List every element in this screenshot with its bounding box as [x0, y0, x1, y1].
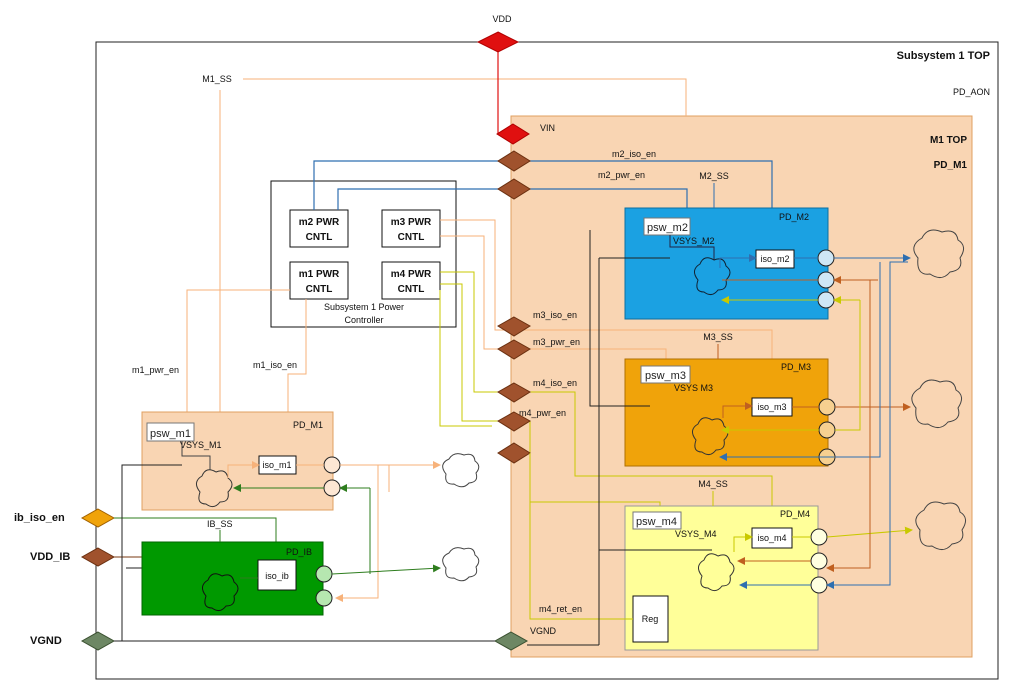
- m2-pwr-cntl-label-2: CNTL: [306, 232, 333, 243]
- m3-iso-en-port: [497, 316, 531, 337]
- m3-pwr-en-port: [497, 339, 531, 360]
- m3-out-port-1: [818, 398, 836, 416]
- vgnd-right-port: [493, 631, 529, 651]
- vgnd-right-label: VGND: [530, 626, 557, 636]
- vsys-m3-label: VSYS M3: [674, 383, 713, 393]
- pd-m2-label: PD_M2: [779, 212, 809, 222]
- pd-m1-box-label: PD_M1: [293, 420, 323, 430]
- power-controller-label-1: Subsystem 1 Power: [324, 302, 404, 312]
- vsys-m4-label: VSYS_M4: [675, 529, 717, 539]
- m4-pwr-en-port: [497, 411, 531, 432]
- m4-out-port-1: [810, 528, 828, 546]
- m4-iso-en-port: [497, 382, 531, 403]
- m2-pwr-en-port: [497, 178, 531, 200]
- vdd-ib-label: VDD_IB: [30, 551, 70, 563]
- psw-m4-block: [632, 511, 682, 530]
- pd-aon-label: PD_AON: [953, 87, 990, 97]
- m4-pwr-cntl-block: [381, 261, 441, 300]
- m2-pwr-cntl-block: [289, 209, 349, 248]
- m1-pwr-cntl-block: [289, 261, 349, 300]
- ib-logic-cloud: [202, 573, 239, 612]
- reg-block: [632, 595, 669, 643]
- m4-iso-en-label: m4_iso_en: [533, 378, 577, 388]
- iso-m4-label: iso_m4: [757, 533, 786, 543]
- m3-pwr-cntl-label-2: CNTL: [398, 232, 425, 243]
- ib-ss-label: IB_SS: [207, 519, 233, 529]
- psw-m2-block: [643, 217, 691, 236]
- pd-ib-label: PD_IB: [286, 547, 312, 557]
- vdd-label: VDD: [492, 14, 512, 24]
- vin-label: VIN: [540, 123, 555, 133]
- vdd-port: [476, 31, 520, 53]
- psw-m4-label: psw_m4: [636, 516, 677, 528]
- m2-ss-label: M2_SS: [699, 171, 729, 181]
- m1-pwr-cntl-label-2: CNTL: [306, 284, 333, 295]
- m2-pwr-cntl-label-1: m2 PWR: [299, 217, 340, 228]
- vgnd-left-port: [80, 631, 116, 651]
- pd-m4-label: PD_M4: [780, 509, 810, 519]
- m4-pwr-cntl-label-1: m4 PWR: [391, 269, 432, 280]
- m4-pwr-en-label: m4_pwr_en: [519, 408, 566, 418]
- pd-m1-top-label: PD_M1: [934, 160, 968, 171]
- m1-pwr-cntl-label-1: m1 PWR: [299, 269, 340, 280]
- m3-pwr-en-label: m3_pwr_en: [533, 337, 580, 347]
- vsys-m1-label: VSYS_M1: [180, 440, 222, 450]
- ib-external-cloud: [442, 547, 480, 582]
- power-controller-box: [270, 180, 457, 328]
- subsystem-top-label: Subsystem 1 TOP: [897, 50, 990, 62]
- reg-label: Reg: [642, 614, 659, 624]
- m4-pwr-cntl-label-2: CNTL: [398, 284, 425, 295]
- m2-iso-en-port: [497, 150, 531, 172]
- psw-m1-label: psw_m1: [150, 428, 191, 440]
- vgnd-left-label: VGND: [30, 635, 62, 647]
- m1-top-label: M1 TOP: [930, 135, 967, 146]
- m3-iso-en-label: m3_iso_en: [533, 310, 577, 320]
- m3-pwr-cntl-label-1: m3 PWR: [391, 217, 432, 228]
- m4-external-cloud: [915, 501, 966, 550]
- m2-out-port-1: [817, 249, 835, 267]
- psw-m2-label: psw_m2: [647, 222, 688, 234]
- m4-out-port-2: [810, 552, 828, 570]
- iso-ib-block: [257, 559, 297, 591]
- vsys-m2-label: VSYS_M2: [673, 236, 715, 246]
- m3-pwr-cntl-block: [381, 209, 441, 248]
- ib-out-port-2: [315, 589, 333, 607]
- m2-out-port-3: [817, 291, 835, 309]
- m4-ss-label: M4_SS: [698, 479, 728, 489]
- m1-out-port-1: [323, 456, 341, 474]
- m2-pwr-en-label: m2_pwr_en: [598, 170, 645, 180]
- m4-ret-en-label: m4_ret_en: [539, 604, 582, 614]
- m3-ss-label: M3_SS: [703, 332, 733, 342]
- m2-out-port-2: [817, 271, 835, 289]
- iso-m3-label: iso_m3: [757, 402, 786, 412]
- ib-iso-en-port: [80, 508, 116, 528]
- psw-m3-label: psw_m3: [645, 370, 686, 382]
- vin-port: [496, 123, 530, 145]
- vdd-ib-port: [80, 547, 116, 567]
- m2-iso-en-label: m2_iso_en: [612, 149, 656, 159]
- power-controller-label-2: Controller: [344, 315, 383, 325]
- m1-external-cloud: [442, 453, 480, 488]
- ib-out-port-1: [315, 565, 333, 583]
- ib-iso-en-label: ib_iso_en: [14, 512, 65, 524]
- iso-m2-label: iso_m2: [760, 254, 789, 264]
- m1-ss-label: M1_SS: [202, 74, 232, 84]
- m2-logic-cloud: [694, 257, 731, 296]
- iso-ib-label: iso_ib: [265, 571, 289, 581]
- m1-out-port-2: [323, 479, 341, 497]
- m1-logic-cloud: [196, 469, 233, 508]
- m2-external-cloud: [913, 229, 964, 278]
- psw-m3-block: [640, 365, 691, 384]
- iso-m1-label: iso_m1: [262, 460, 291, 470]
- m4-out-port-3: [810, 576, 828, 594]
- psw-m1-block: [146, 422, 195, 442]
- m4-logic-cloud: [698, 553, 735, 592]
- m1-iso-en-label: m1_iso_en: [253, 360, 297, 370]
- m4-ret-en-port: [497, 442, 531, 464]
- m1-pwr-en-label: m1_pwr_en: [132, 365, 179, 375]
- m3-out-port-2: [818, 421, 836, 439]
- pd-m3-label: PD_M3: [781, 362, 811, 372]
- m3-external-cloud: [911, 379, 962, 428]
